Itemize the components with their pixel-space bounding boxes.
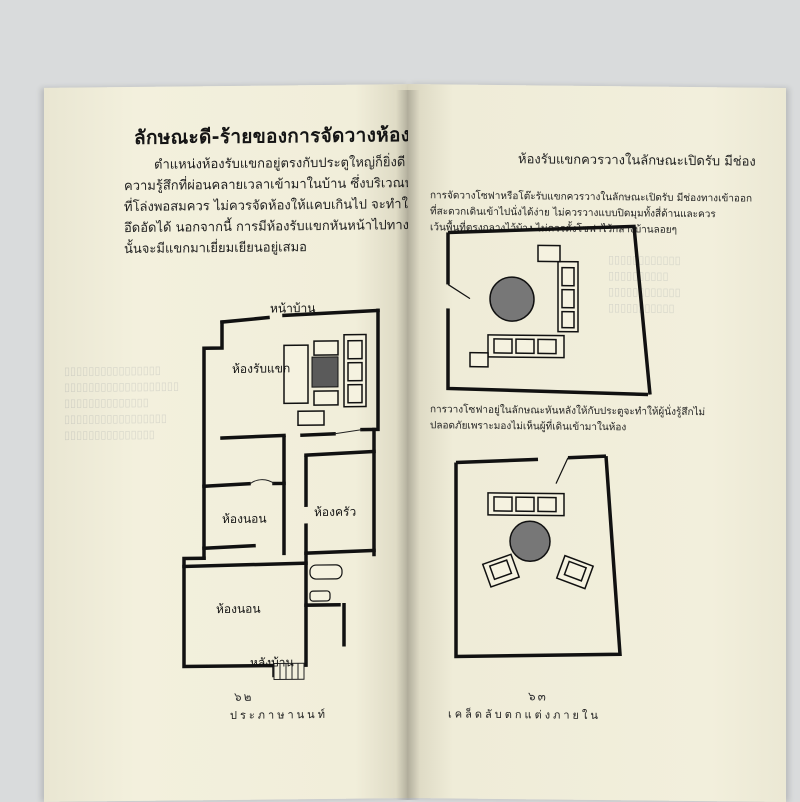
footer-right: เคล็ดลับตกแต่งภายใน bbox=[448, 707, 601, 723]
page-number-right: ๖๓ bbox=[528, 689, 548, 704]
footer-left: ประภาษานนท์ bbox=[230, 707, 328, 722]
page-number-left: ๖๒ bbox=[234, 689, 254, 704]
coffee-table bbox=[311, 356, 339, 388]
round-table-top bbox=[489, 276, 535, 322]
label-living-room: ห้องรับแขก bbox=[232, 361, 291, 376]
label-back-of-house: หลังบ้าน bbox=[250, 655, 294, 670]
label-bedroom-1: ห้องนอน bbox=[222, 511, 267, 527]
label-bedroom-2: ห้องนอน bbox=[216, 601, 261, 617]
book-gutter bbox=[396, 90, 420, 800]
round-table-bottom bbox=[509, 520, 551, 563]
right-page: ▯▯▯▯▯▯▯▯▯▯▯▯ ▯▯▯▯▯▯▯▯▯▯ ▯▯▯▯▯▯▯▯▯▯▯▯ ▯▯▯… bbox=[408, 84, 786, 802]
diagram-back-to-door bbox=[454, 454, 622, 659]
label-front-of-house: หน้าบ้าน bbox=[270, 301, 316, 316]
left-page: ▯▯▯▯▯▯▯▯▯▯▯▯▯▯▯▯ ▯▯▯▯▯▯▯▯▯▯▯▯▯▯▯▯▯▯▯ ▯▯▯… bbox=[44, 84, 410, 802]
floor-plan bbox=[182, 308, 380, 681]
diagram-open-seating bbox=[446, 224, 652, 397]
label-kitchen: ห้องครัว bbox=[314, 504, 357, 520]
